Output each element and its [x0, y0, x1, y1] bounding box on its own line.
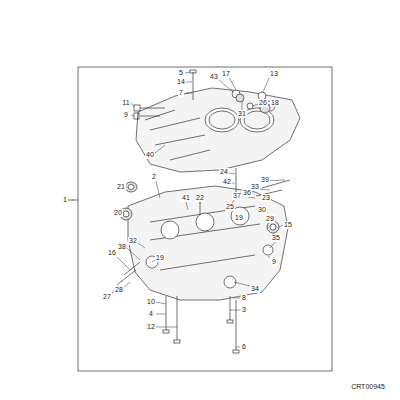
seals	[120, 94, 279, 233]
callout-number: 31	[237, 110, 247, 118]
callout-number: 19	[155, 254, 165, 262]
lower-bolts	[118, 168, 290, 353]
callout-number: 11	[121, 99, 130, 107]
callout-number: 32	[128, 237, 138, 245]
drawing-code: CRT00945	[350, 383, 386, 391]
callout-number: 22	[195, 194, 205, 202]
callout-number: 19	[234, 214, 244, 222]
callout-number: 3	[241, 306, 247, 314]
callout-number: 39	[260, 176, 270, 184]
callout-number: 18	[270, 99, 280, 107]
callout-number: 26	[258, 99, 268, 107]
leader-line	[68, 200, 78, 201]
callout-number: 24	[219, 168, 229, 176]
leader-lines	[72, 72, 285, 347]
callout-number: 38	[117, 243, 127, 251]
callout-number: 36	[242, 189, 252, 197]
callout-number: 21	[116, 183, 126, 191]
callout-number: 37	[232, 192, 242, 200]
callout-number: 9	[271, 258, 277, 266]
callout-number: 7	[178, 89, 184, 97]
callout-number: 28	[114, 286, 124, 294]
callout-number: 43	[209, 73, 219, 81]
callout-number: 16	[107, 249, 117, 257]
callout-number: 27	[102, 293, 112, 301]
callout-number: 14	[176, 78, 186, 86]
frame	[78, 67, 332, 371]
callout-number: 9	[123, 111, 129, 119]
callout-number: 40	[145, 151, 155, 159]
callout-number: 17	[221, 70, 231, 78]
callout-number: 35	[271, 234, 281, 242]
callout-number: 6	[241, 343, 247, 351]
callout-number: 15	[283, 221, 293, 229]
callout-number: 13	[269, 70, 279, 78]
bolts	[134, 70, 196, 119]
callout-number: 1	[62, 196, 68, 204]
callout-number: 23	[261, 194, 271, 202]
callout-number: 42	[222, 178, 232, 186]
callout-number: 5	[178, 69, 184, 77]
callout-number: 12	[146, 323, 156, 331]
callout-number: 29	[265, 215, 275, 223]
upper-crankcase	[136, 88, 300, 172]
callout-number: 8	[241, 294, 247, 302]
callout-number: 41	[181, 194, 191, 202]
lower-crankcase	[128, 186, 288, 300]
callout-number: 2	[151, 173, 157, 181]
callout-number: 30	[257, 206, 267, 214]
callout-number: 20	[113, 209, 123, 217]
callout-number: 4	[148, 310, 154, 318]
callout-number: 34	[250, 285, 260, 293]
callout-number: 10	[146, 298, 156, 306]
callout-number: 25	[225, 203, 235, 211]
